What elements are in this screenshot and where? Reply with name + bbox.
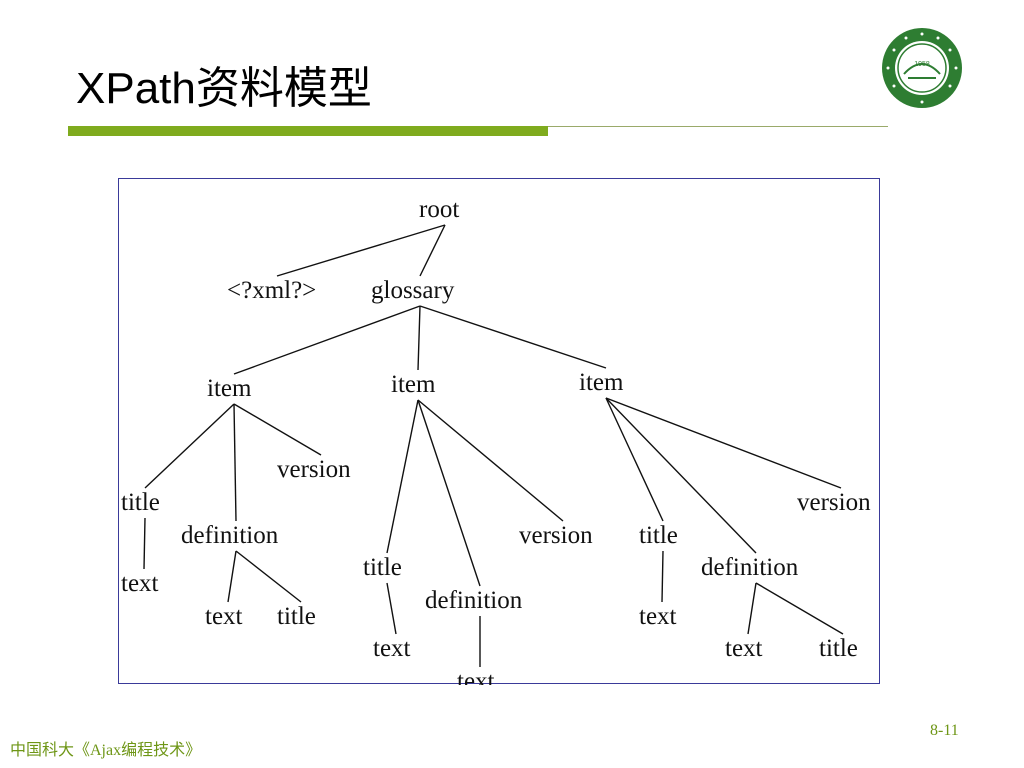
slide-title: XPath资料模型 bbox=[76, 64, 372, 113]
edge-item2-i2_version bbox=[417, 399, 564, 522]
edge-item3-i3_def bbox=[605, 397, 757, 554]
edge-i1_title-i1_title_text bbox=[143, 517, 146, 570]
footer-course-name: 中国科大《Ajax编程技术》 bbox=[10, 742, 202, 759]
node-item3: item bbox=[579, 369, 624, 396]
node-i1_def_title: title bbox=[277, 603, 316, 630]
node-i1_def: definition bbox=[181, 522, 279, 549]
node-xml: <?xml?> bbox=[227, 277, 316, 304]
edge-glossary-item2 bbox=[417, 305, 421, 371]
edge-i2_title-i2_title_text bbox=[386, 582, 397, 635]
seal-year: 1958 bbox=[914, 61, 930, 68]
xpath-tree-diagram: root <?xml?> glossary item item item title text… bbox=[118, 178, 880, 685]
title-underline-thick bbox=[68, 126, 548, 136]
seal-inner-line bbox=[897, 43, 947, 93]
node-i2_def: definition bbox=[425, 587, 523, 614]
edge-glossary-item1 bbox=[233, 305, 421, 375]
edge-i3_def-i3_def_text bbox=[747, 582, 757, 635]
node-i3_def_text: text bbox=[725, 635, 763, 662]
node-i3_title_text: text bbox=[639, 603, 677, 630]
node-i2_def_text: text bbox=[457, 668, 495, 685]
edge-item2-i2_title bbox=[386, 399, 419, 554]
node-i1_version: version bbox=[277, 456, 351, 483]
node-i3_def_title: title bbox=[819, 635, 858, 662]
edge-item1-i1_title bbox=[144, 403, 235, 489]
edge-i1_def-i1_def_text bbox=[227, 550, 237, 603]
node-i3_def: definition bbox=[701, 554, 799, 581]
node-i1_def_text: text bbox=[205, 603, 243, 630]
edge-i3_def-i3_def_title bbox=[755, 582, 844, 635]
edge-i1_def-i1_def_title bbox=[235, 550, 302, 603]
tree-canvas: root <?xml?> glossary item item item title text… bbox=[121, 196, 871, 685]
node-i1_title: title bbox=[121, 489, 160, 516]
node-i2_version: version bbox=[519, 522, 593, 549]
seal-inner bbox=[895, 41, 949, 95]
edge-item3-i3_title bbox=[605, 397, 664, 522]
node-i3_title: title bbox=[639, 522, 678, 549]
node-i3_version: version bbox=[797, 489, 871, 516]
title-underline-thin bbox=[548, 126, 888, 127]
edge-item2-i2_def bbox=[417, 399, 481, 587]
node-i1_title_text: text bbox=[121, 570, 159, 597]
university-seal-icon: 1958 bbox=[880, 26, 964, 110]
node-item2: item bbox=[391, 371, 436, 398]
edge-root-xml bbox=[276, 224, 446, 277]
node-i2_title_text: text bbox=[373, 635, 411, 662]
node-i2_title: title bbox=[363, 554, 402, 581]
edge-item1-i1_def bbox=[233, 403, 237, 522]
edge-glossary-item3 bbox=[419, 305, 607, 369]
seal-arc bbox=[903, 63, 941, 75]
node-item1: item bbox=[207, 375, 252, 402]
edge-i3_title-i3_title_text bbox=[661, 550, 664, 603]
page-number: 8-11 bbox=[930, 722, 959, 739]
edge-item3-i3_version bbox=[605, 397, 842, 489]
node-glossary: glossary bbox=[371, 277, 455, 304]
edge-root-glossary bbox=[419, 224, 446, 277]
node-root: root bbox=[419, 196, 459, 223]
edge-item1-i1_version bbox=[233, 403, 322, 456]
